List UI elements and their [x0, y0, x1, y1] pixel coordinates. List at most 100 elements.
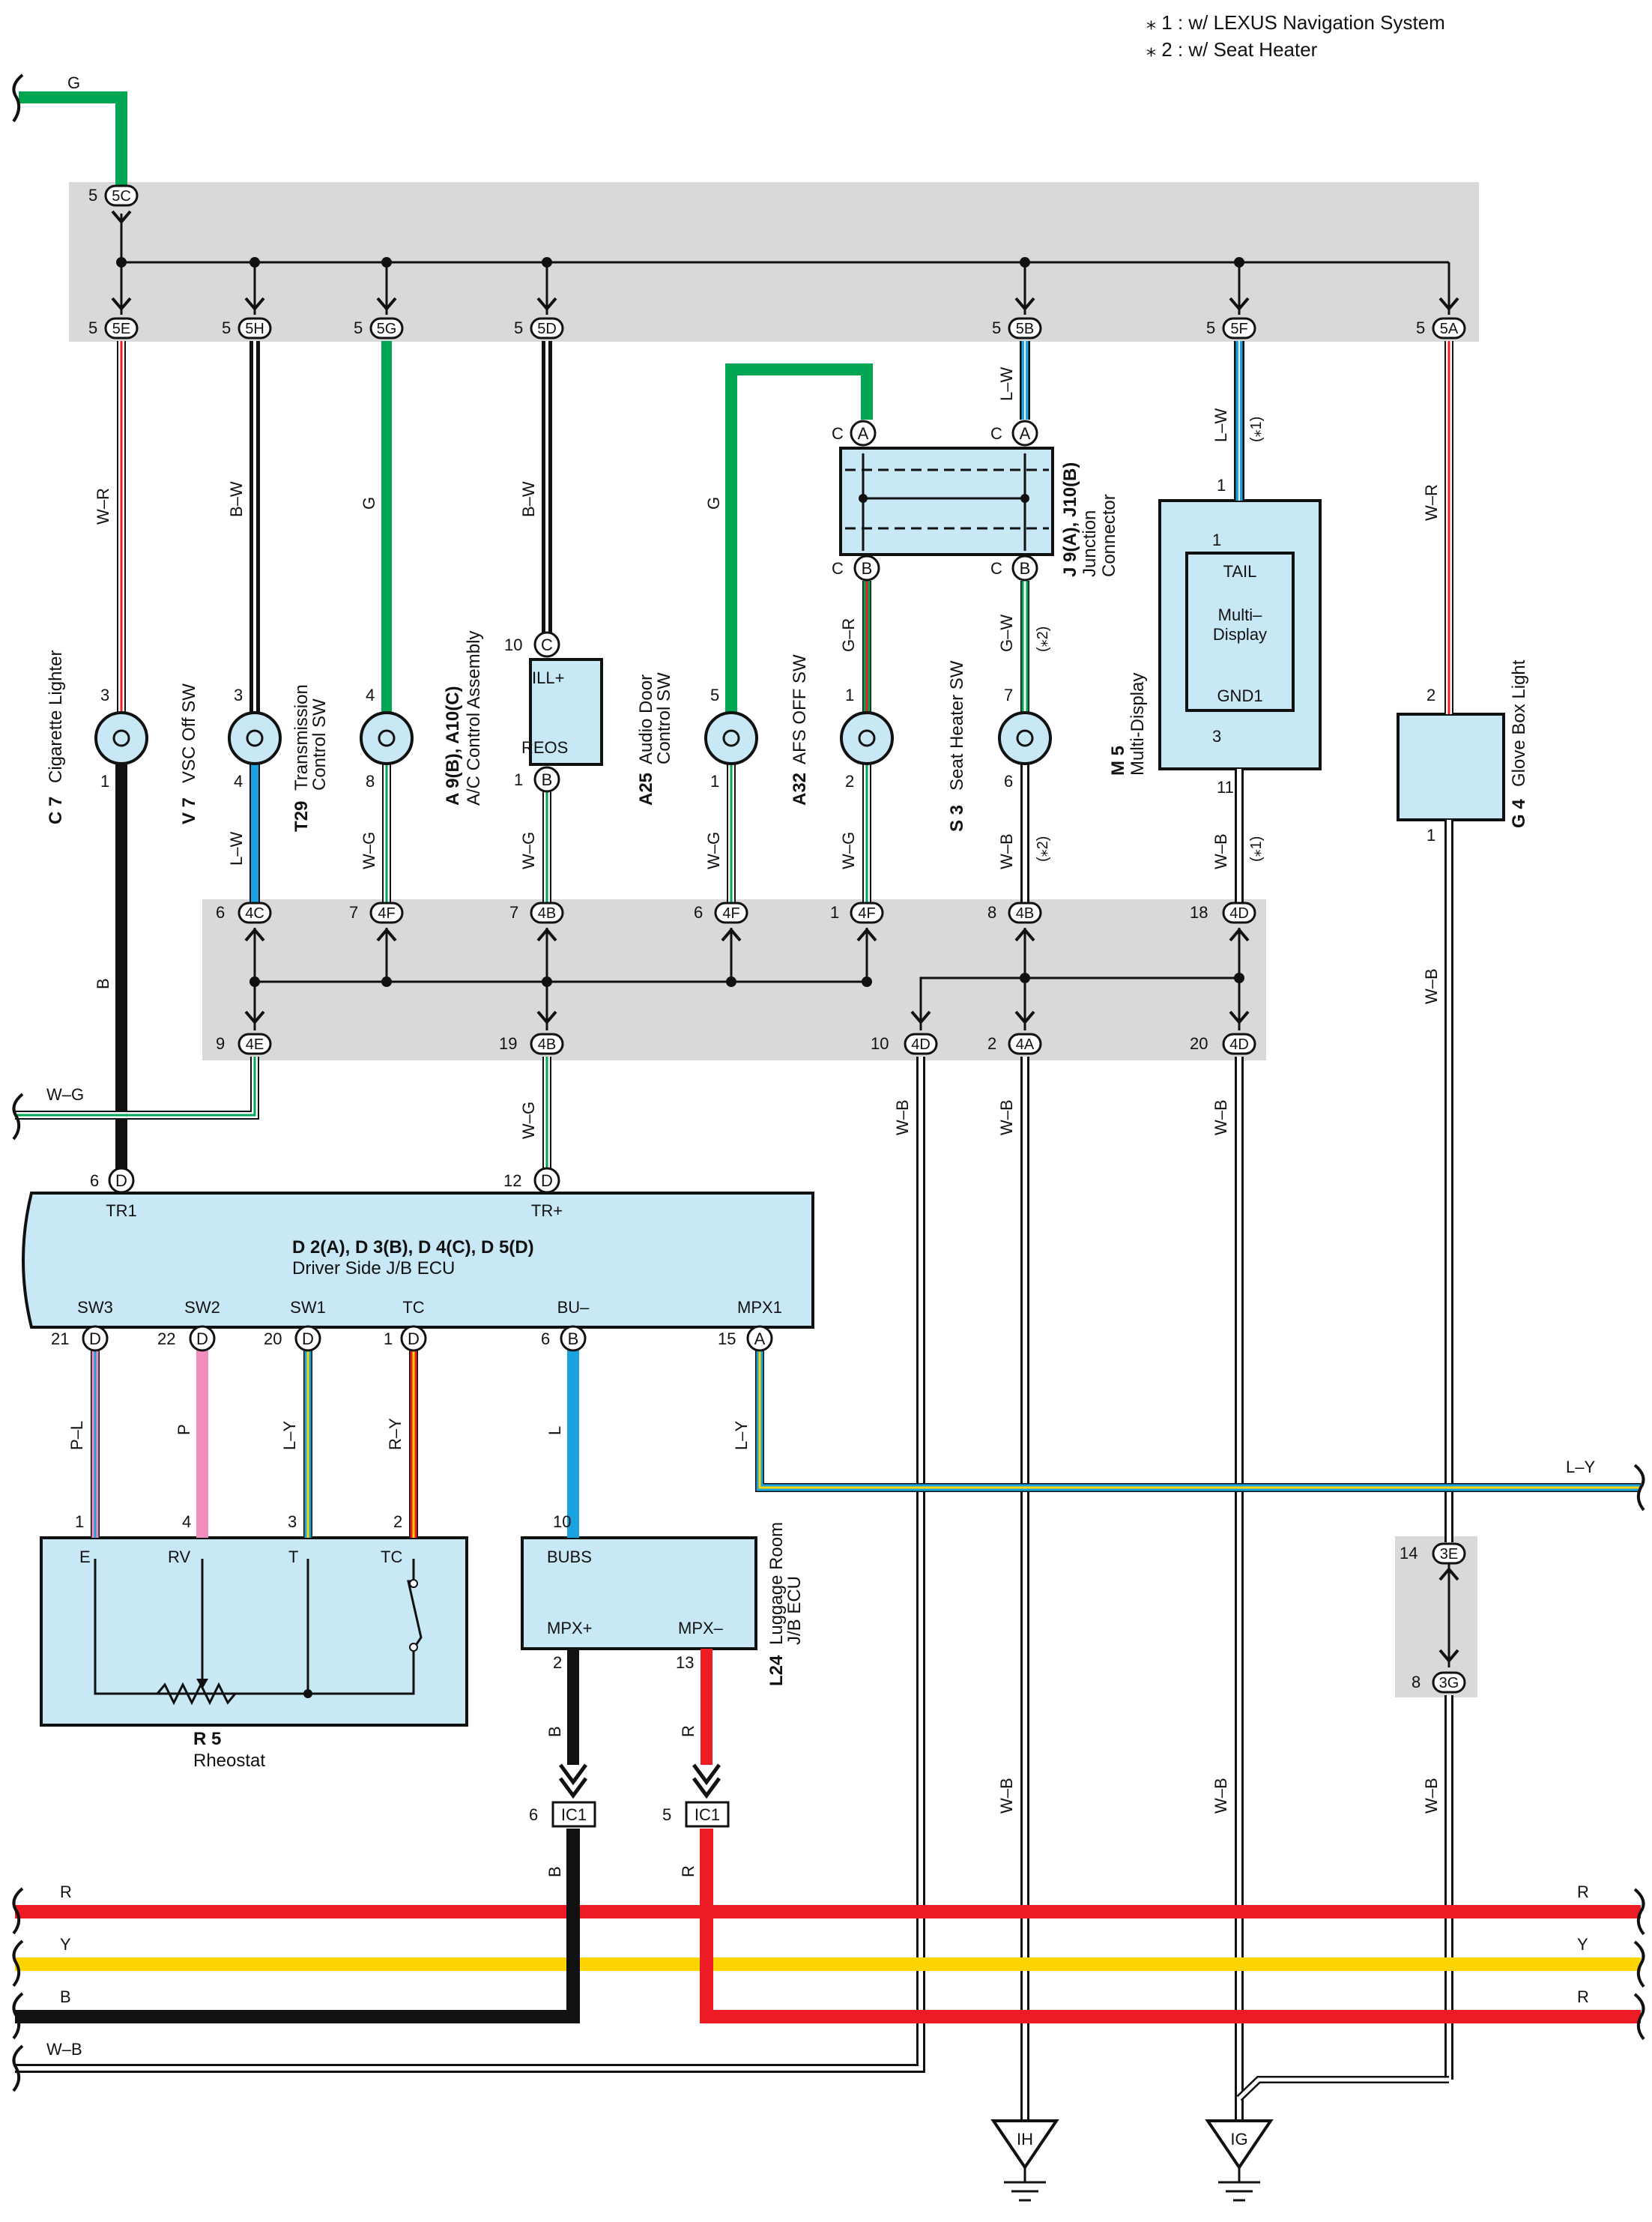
d2-pin-tc: D: [400, 1325, 427, 1352]
svg-text:ILL+: ILL+: [532, 668, 564, 687]
svg-text:4B: 4B: [538, 905, 556, 922]
connector-4C: 4C: [237, 902, 272, 942]
svg-text:Y: Y: [1577, 1935, 1588, 1954]
label-m5: M 5 Multi-Display: [1108, 673, 1148, 776]
vsc-off-switch-symbol: [228, 711, 282, 765]
svg-text:C: C: [990, 559, 1002, 578]
label-v7: V 7 VSC Off SW: [179, 683, 199, 824]
connector-4F-c: 4F: [850, 902, 884, 942]
ac-control-box: [529, 658, 603, 766]
svg-text:11: 11: [1217, 778, 1234, 797]
audio-door-switch-symbol: [704, 711, 758, 765]
svg-text:2: 2: [393, 1512, 402, 1531]
seat-heater-switch-symbol: [998, 711, 1052, 765]
svg-text:4D: 4D: [911, 1036, 931, 1053]
svg-text:1: 1: [1217, 476, 1226, 495]
pin-B-left: B: [853, 555, 880, 582]
label-t29: T29 Transmission Control SW: [291, 684, 330, 832]
connector-5G: 5G: [369, 297, 404, 339]
svg-text:GND1: GND1: [1217, 686, 1262, 705]
svg-text:4E: 4E: [246, 1036, 264, 1053]
pin-A-left: A: [850, 420, 877, 447]
svg-text:(⁎1): (⁎1): [1248, 836, 1265, 862]
svg-text:B: B: [60, 1987, 71, 2006]
svg-text:SW3: SW3: [77, 1298, 113, 1317]
connector-5E: 5E: [104, 297, 139, 339]
svg-text:D: D: [541, 1171, 553, 1190]
svg-text:S 3: S 3: [947, 805, 967, 832]
svg-text:22: 22: [157, 1329, 175, 1348]
svg-text:4A: 4A: [1016, 1036, 1035, 1053]
svg-text:W–B: W–B: [1422, 968, 1441, 1004]
connector-4B-c: 4B: [530, 1010, 564, 1055]
svg-text:A/C Control Assembly: A/C Control Assembly: [464, 631, 484, 806]
svg-text:W–G: W–G: [519, 832, 538, 869]
connector-4F-b: 4F: [714, 902, 748, 942]
d2-pin-mpx1: A: [746, 1325, 773, 1352]
svg-text:D: D: [89, 1329, 101, 1348]
svg-text:5: 5: [88, 186, 97, 205]
svg-text:B: B: [1020, 559, 1031, 578]
svg-text:TR+: TR+: [531, 1201, 563, 1220]
label-a32: A32 AFS OFF SW: [790, 654, 810, 806]
svg-text:1: 1: [514, 770, 523, 789]
svg-text:1: 1: [830, 903, 839, 922]
svg-text:TC: TC: [402, 1298, 424, 1317]
connector-3E: 3E: [1432, 1542, 1466, 1581]
svg-text:1: 1: [845, 686, 854, 704]
svg-text:10: 10: [504, 635, 522, 654]
svg-text:G: G: [67, 73, 80, 92]
svg-text:6: 6: [90, 1171, 99, 1190]
connector-IC1-b: IC1: [685, 1801, 730, 1828]
svg-text:IG: IG: [1230, 2130, 1247, 2149]
svg-text:W–B: W–B: [1211, 1778, 1230, 1814]
svg-text:5E: 5E: [112, 321, 130, 337]
connector-4F-a: 4F: [369, 902, 404, 942]
svg-text:5: 5: [354, 318, 363, 337]
svg-text:5: 5: [514, 318, 523, 337]
connector-5D: 5D: [530, 297, 564, 339]
svg-text:5B: 5B: [1016, 321, 1034, 337]
svg-text:L–W: L–W: [997, 367, 1016, 401]
note-2: ⁎ 2 : w/ Seat Heater: [1146, 38, 1318, 61]
svg-text:C: C: [832, 424, 844, 443]
svg-text:W–G: W–G: [519, 1102, 538, 1139]
svg-text:E: E: [79, 1548, 91, 1566]
label-a25: A25 Audio Door Control SW: [636, 672, 674, 806]
svg-text:MPX1: MPX1: [737, 1298, 782, 1317]
svg-text:A: A: [858, 424, 869, 443]
svg-text:A25: A25: [636, 773, 656, 806]
note-1: ⁎ 1 : w/ LEXUS Navigation System: [1146, 11, 1445, 34]
ac-pin-C: C: [533, 631, 560, 658]
svg-text:B: B: [545, 1726, 564, 1737]
svg-text:7: 7: [349, 903, 358, 922]
svg-text:G: G: [360, 497, 378, 510]
svg-text:P: P: [175, 1424, 193, 1435]
svg-text:4F: 4F: [378, 905, 395, 922]
svg-text:W–B: W–B: [997, 1099, 1016, 1135]
d2-pin-bu: B: [560, 1325, 587, 1352]
svg-text:A32: A32: [790, 773, 810, 806]
svg-text:3E: 3E: [1440, 1546, 1458, 1563]
svg-text:R: R: [679, 1725, 698, 1737]
driver-jb-ecu-box: [22, 1192, 814, 1329]
pin-B-right: B: [1011, 555, 1038, 582]
svg-text:MPX–: MPX–: [678, 1619, 724, 1637]
svg-text:5A: 5A: [1440, 321, 1459, 337]
svg-text:4F: 4F: [858, 905, 875, 922]
svg-text:5: 5: [992, 318, 1001, 337]
svg-text:W–R: W–R: [94, 488, 112, 525]
connector-4B-a: 4B: [530, 902, 564, 942]
svg-text:4C: 4C: [245, 905, 264, 922]
svg-text:B–W: B–W: [227, 481, 246, 517]
svg-text:4: 4: [234, 772, 243, 791]
svg-text:T: T: [288, 1548, 298, 1566]
svg-text:3: 3: [288, 1512, 297, 1531]
svg-text:3: 3: [100, 686, 109, 704]
svg-text:4D: 4D: [1229, 1036, 1249, 1053]
svg-text:Glove Box Light: Glove Box Light: [1509, 659, 1529, 787]
svg-text:2: 2: [845, 772, 854, 791]
svg-text:4B: 4B: [538, 1036, 556, 1053]
svg-text:2: 2: [987, 1034, 996, 1053]
